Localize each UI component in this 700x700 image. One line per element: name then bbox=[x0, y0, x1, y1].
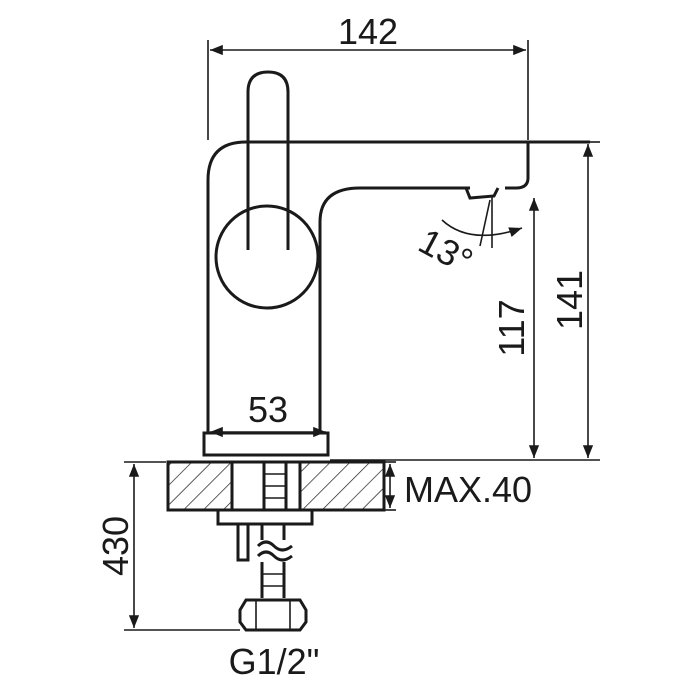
dim-label-430: 430 bbox=[95, 516, 136, 576]
dim-label-142: 142 bbox=[338, 11, 398, 52]
connection-label: G1/2" bbox=[229, 641, 320, 682]
hose-break-bottom bbox=[256, 550, 293, 562]
mounting-plate bbox=[216, 508, 314, 526]
countertop-right-hatch bbox=[298, 460, 386, 512]
hose-break-top bbox=[256, 540, 293, 552]
base-flange bbox=[202, 431, 330, 457]
dimension-lines bbox=[124, 40, 600, 631]
aerator bbox=[464, 187, 500, 200]
dim-label-13deg: 13° bbox=[412, 220, 479, 282]
body-outer-outline bbox=[206, 140, 590, 433]
fixing-pin bbox=[236, 522, 250, 562]
faucet-body bbox=[202, 70, 590, 457]
spout-tip-outline bbox=[505, 140, 590, 190]
countertop-section bbox=[166, 460, 386, 562]
dim-label-117: 117 bbox=[491, 299, 532, 356]
supply-hose bbox=[238, 524, 308, 632]
dim-label-53: 53 bbox=[248, 389, 288, 430]
dim-label-max40: MAX.40 bbox=[404, 469, 532, 510]
dim-label-141: 141 bbox=[549, 270, 590, 330]
hose-hex-nut bbox=[238, 598, 308, 632]
dimension-labels: 142 141 117 13° 53 MAX.40 430 G1/2" bbox=[95, 11, 590, 682]
countertop-left-hatch bbox=[166, 460, 234, 512]
dim-arc-13deg bbox=[441, 219, 523, 238]
body-inner-outline bbox=[318, 186, 470, 433]
handle-knob bbox=[214, 204, 320, 310]
lever-handle bbox=[246, 70, 290, 250]
